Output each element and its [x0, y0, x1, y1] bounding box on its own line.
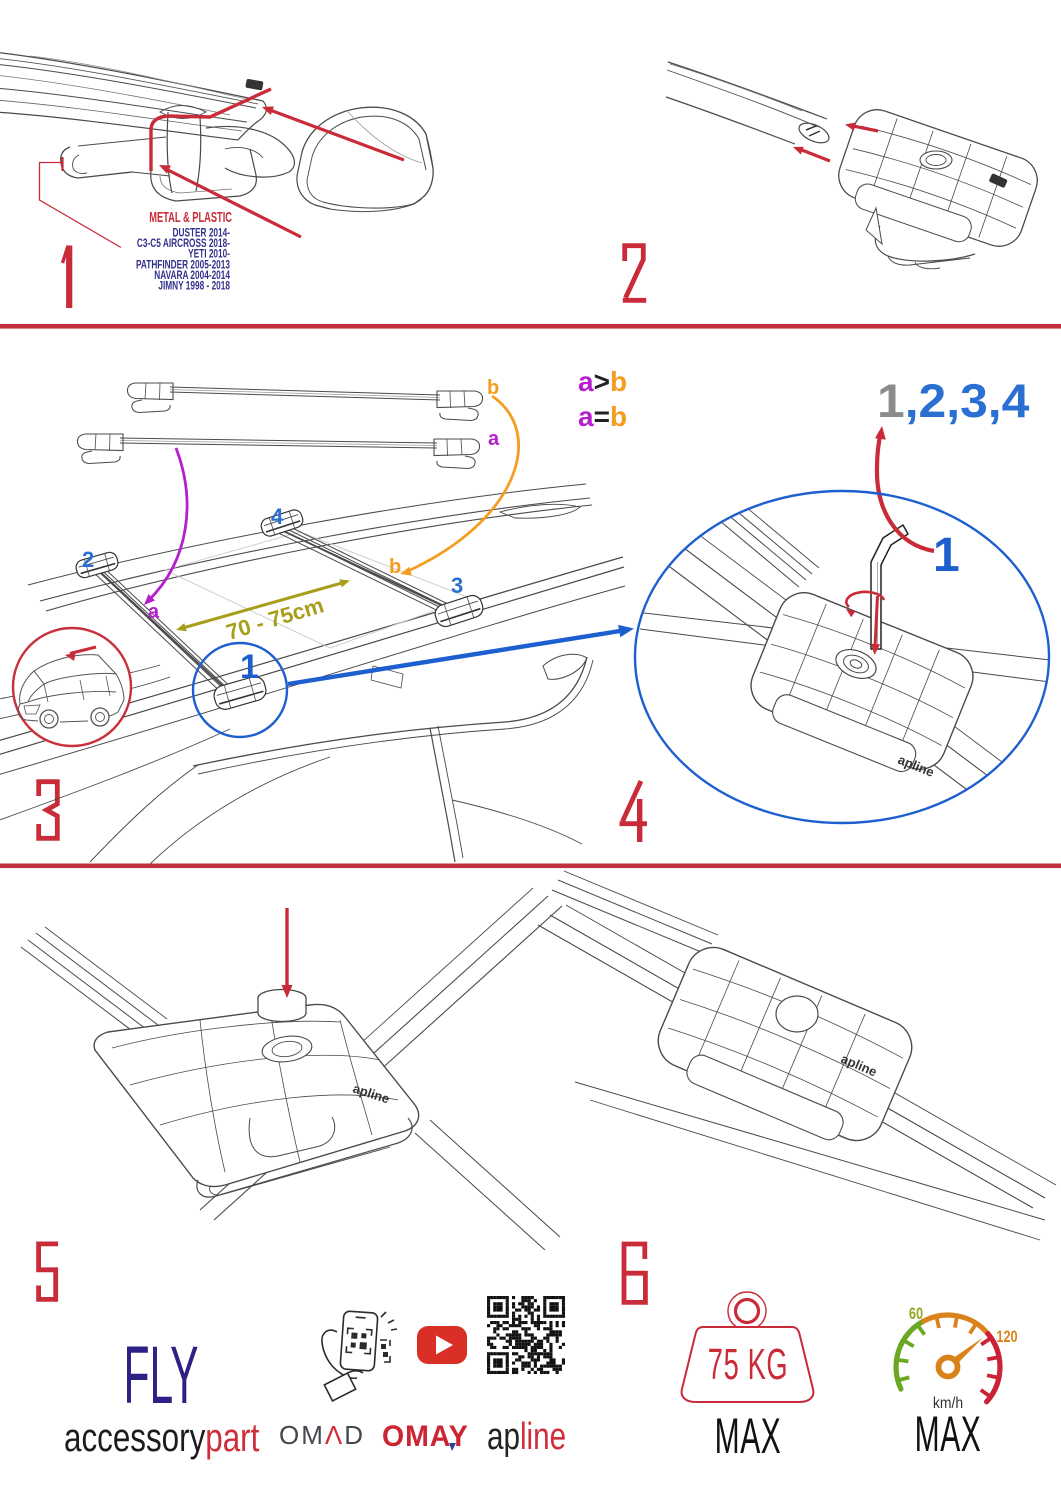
svg-text:b: b	[487, 377, 499, 399]
svg-text:2: 2	[82, 547, 94, 572]
svg-text:METAL & PLASTIC: METAL & PLASTIC	[149, 209, 232, 226]
svg-text:OMAY: OMAY	[382, 1420, 469, 1453]
svg-text:b: b	[389, 556, 401, 578]
svg-text:YETI 2010-: YETI 2010-	[188, 249, 230, 262]
svg-text:NAVARA 2004-2014: NAVARA 2004-2014	[154, 270, 230, 283]
svg-text:70 - 75cm: 70 - 75cm	[223, 592, 326, 644]
svg-text:60: 60	[909, 1304, 923, 1323]
svg-text:MAX: MAX	[915, 1406, 982, 1462]
svg-text:JIMNY 1998 - 2018: JIMNY 1998 - 2018	[158, 280, 230, 293]
svg-text:120: 120	[996, 1327, 1017, 1346]
svg-text:PATHFINDER 2005-2013: PATHFINDER 2005-2013	[136, 259, 230, 272]
svg-text:OMΛD: OMΛD	[279, 1420, 365, 1450]
svg-text:DUSTER 2014-: DUSTER 2014-	[173, 227, 230, 240]
svg-text:a: a	[148, 601, 160, 623]
svg-text:MAX: MAX	[715, 1408, 782, 1464]
svg-text:3: 3	[451, 573, 463, 598]
svg-text:75 KG: 75 KG	[708, 1339, 788, 1388]
svg-text:apline: apline	[487, 1416, 566, 1458]
svg-text:a: a	[488, 428, 500, 450]
svg-text:accessorypart: accessorypart	[64, 1414, 259, 1460]
svg-text:1: 1	[933, 529, 960, 582]
svg-text:FLY: FLY	[123, 1329, 198, 1421]
svg-text:1: 1	[240, 648, 259, 686]
svg-text:a=b: a=b	[578, 401, 627, 432]
svg-text:km/h: km/h	[933, 1395, 963, 1412]
svg-text:a>b: a>b	[578, 366, 627, 397]
svg-text:C3-C5 AIRCROSS 2018-: C3-C5 AIRCROSS 2018-	[137, 238, 230, 251]
svg-text:1,2,3,4: 1,2,3,4	[877, 375, 1029, 427]
svg-text:4: 4	[271, 504, 284, 529]
